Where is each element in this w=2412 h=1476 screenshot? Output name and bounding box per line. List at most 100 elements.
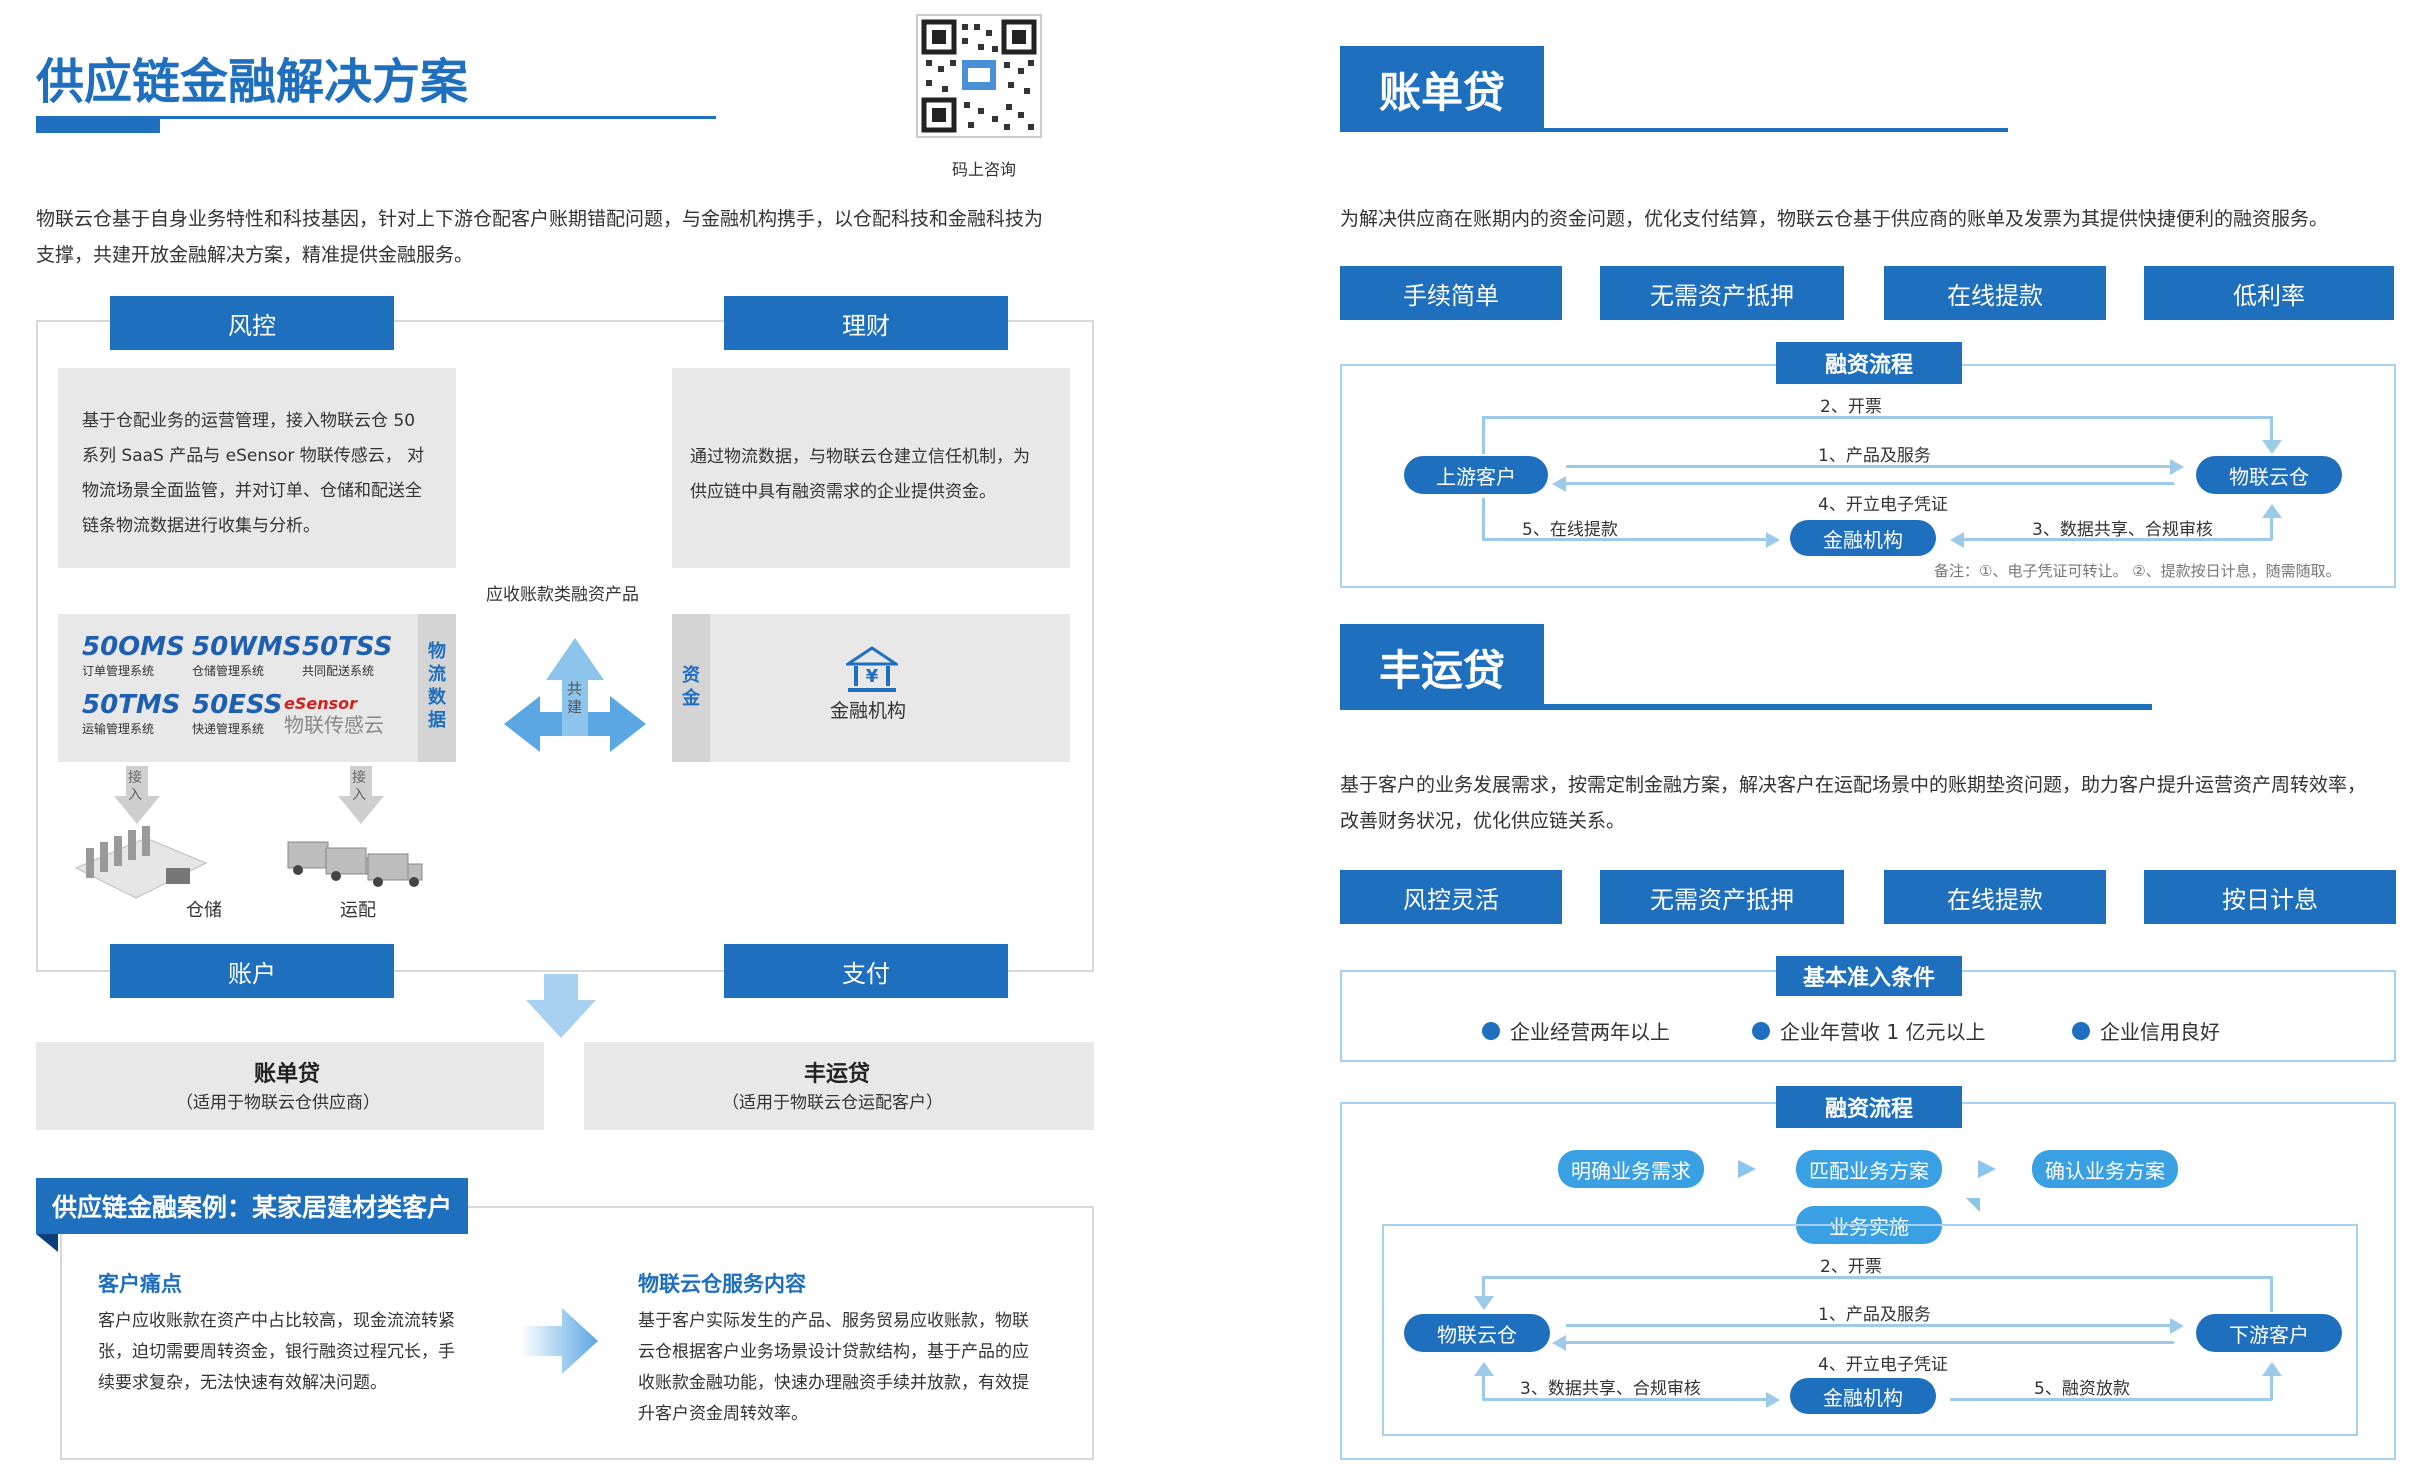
step-queren: 确认业务方案: [2032, 1150, 2178, 1188]
warehouse-illustration: [74, 826, 208, 899]
zdd-tag-1: 手续简单: [1340, 266, 1562, 320]
product-zhangdandai-sub: （适用于物联云仓供应商）: [176, 1093, 380, 1113]
bullet-dot-icon: [1482, 1021, 1500, 1040]
service-text-3: 收账款金融功能，快速办理融资手续并放款，有效提: [638, 1373, 1029, 1393]
case-frame: [60, 1206, 1094, 1460]
product-50tms: 50TMS 运输管理系统: [82, 690, 181, 737]
pain-text-1: 客户应收账款在资产中占比较高，现金流流转紧: [98, 1311, 455, 1331]
title-underline-bar: [36, 119, 160, 133]
wuliu-data-label: 物流数据: [428, 641, 446, 731]
zhanghu-label: 账户: [110, 944, 394, 998]
jieru-label-right: 接入: [352, 770, 366, 803]
condition-3: 企业信用良好: [2072, 1016, 2220, 1045]
step-3-label: 3、数据共享、合规审核: [2032, 520, 2213, 540]
licai-text-1: 通过物流数据，与物联云仓建立信任机制，为: [690, 447, 1030, 467]
case-arrow-icon: [520, 1308, 598, 1374]
trucks-illustration: [287, 841, 423, 887]
product-fengyundai: [584, 1042, 1094, 1130]
zdd-tag-4: 低利率: [2144, 266, 2394, 320]
fengkong-panel: [58, 368, 456, 568]
zdd-title: 账单贷: [1340, 46, 1544, 132]
intro-text-line1: 物联云仓基于自身业务特性和科技基因，针对上下游仓配客户账期错配问题，与金融机构携…: [36, 208, 1044, 230]
fyd-desc-2: 改善财务状况，优化供应链关系。: [1340, 810, 1626, 832]
gongjian-label: 共建: [567, 680, 583, 716]
product-zhangdandai: [36, 1042, 544, 1130]
pain-text-2: 张，迫切需要周转资金，银行融资过程冗长，手: [98, 1342, 455, 1362]
product-zhangdandai-title: 账单贷: [254, 1062, 321, 1087]
fengkong-text-1: 基于仓配业务的运营管理，接入物联云仓 50: [82, 411, 416, 431]
product-50ess: 50ESS 快递管理系统: [192, 690, 282, 737]
product-esensor-sub: 物联传感云: [284, 713, 384, 737]
intro-text-line2: 支撑，共建开放金融解决方案，精准提供金融服务。: [36, 244, 474, 266]
title-underline: [36, 116, 716, 119]
product-50oms-sub: 订单管理系统: [82, 664, 155, 678]
product-50oms-name: 50OMS: [82, 632, 185, 662]
product-50tss: 50TSS 共同配送系统: [302, 632, 392, 679]
zhifu-label: 支付: [724, 944, 1008, 998]
product-50ess-name: 50ESS: [192, 690, 283, 720]
fyd-tag-1: 风控灵活: [1340, 870, 1562, 924]
condition-2-text: 企业年营收 1 亿元以上: [1780, 1020, 1986, 1044]
zdd-tag-2: 无需资产抵押: [1600, 266, 1844, 320]
fengkong-text-4: 链条物流数据进行收集与分析。: [82, 516, 320, 536]
zdd-note: 备注：①、电子凭证可转让。 ②、提款按日计息，随需随取。: [1934, 562, 2341, 580]
product-esensor: eSensor 物联传感云: [284, 694, 384, 738]
bank-icon: ¥: [846, 646, 898, 692]
fyd-inner-frame: [1382, 1224, 2358, 1436]
licai-text-2: 供应链中具有融资需求的企业提供资金。: [690, 482, 996, 502]
product-fengyundai-title: 丰运贷: [804, 1062, 871, 1087]
condition-1: 企业经营两年以上: [1482, 1016, 1670, 1045]
node-jinrong-2: 金融机构: [1790, 1378, 1936, 1414]
product-50tms-sub: 运输管理系统: [82, 722, 155, 736]
yunpei-label: 运配: [340, 900, 376, 921]
case-title-fold: [36, 1234, 58, 1252]
node-jinrong-1: 金融机构: [1790, 520, 1936, 556]
service-text-4: 升客户资金周转效率。: [638, 1404, 808, 1424]
gongjian-arrows: [504, 638, 646, 752]
zijin-label: 资金: [682, 665, 700, 709]
condition-1-text: 企业经营两年以上: [1510, 1020, 1670, 1044]
node-wulian-2: 物联云仓: [1404, 1314, 1550, 1352]
service-title: 物联云仓服务内容: [638, 1272, 806, 1296]
center-product-label: 应收账款类融资产品: [486, 585, 639, 605]
fyd-flow-title: 融资流程: [1776, 1086, 1962, 1128]
node-upstream: 上游客户: [1404, 456, 1548, 494]
g-step-4-label: 4、开立电子凭证: [1818, 1355, 1948, 1375]
diagram-frame: [36, 320, 1094, 972]
cangchu-label: 仓储: [186, 900, 222, 921]
bullet-dot-icon: [1752, 1021, 1770, 1040]
qr-caption: 码上咨询: [952, 160, 1017, 179]
fyd-title-line: [1544, 704, 2152, 710]
zijin-tab: [672, 614, 710, 762]
jieru-arrow-left: [114, 766, 160, 824]
zdd-flow-title: 融资流程: [1776, 342, 1962, 384]
pain-text-3: 续要求复杂，无法快速有效解决问题。: [98, 1373, 387, 1393]
fyd-tag-2: 无需资产抵押: [1600, 870, 1844, 924]
fengkong-text-3: 物流场景全面监管，并对订单、仓储和配送全: [82, 481, 422, 501]
svg-text:¥: ¥: [866, 666, 879, 687]
fyd-title: 丰运贷: [1340, 624, 1544, 710]
step-1-label: 1、产品及服务: [1818, 446, 1931, 466]
product-50ess-sub: 快递管理系统: [192, 722, 265, 736]
step-pipei: 匹配业务方案: [1796, 1150, 1942, 1188]
fyd-tag-3: 在线提款: [1884, 870, 2106, 924]
zdd-tag-3: 在线提款: [1884, 266, 2106, 320]
case-title: 供应链金融案例：某家居建材类客户: [36, 1178, 469, 1234]
product-50tss-sub: 共同配送系统: [302, 664, 375, 678]
fengkong-text-2: 系列 SaaS 产品与 eSensor 物联传感云， 对: [82, 446, 425, 466]
service-text-1: 基于客户实际发生的产品、服务贸易应收账款，物联: [638, 1311, 1029, 1331]
node-downstream: 下游客户: [2196, 1314, 2342, 1352]
step-4-label: 4、开立电子凭证: [1818, 495, 1948, 515]
product-fengyundai-sub: （适用于物联云仓运配客户）: [722, 1093, 943, 1113]
g-step-2-label: 2、开票: [1820, 1257, 1882, 1277]
fyd-tag-4: 按日计息: [2144, 870, 2396, 924]
main-title: 供应链金融解决方案: [36, 54, 469, 110]
g-step-5-label: 5、融资放款: [2034, 1379, 2130, 1399]
product-50tms-name: 50TMS: [82, 690, 181, 720]
product-50wms-name: 50WMS: [192, 632, 302, 662]
product-50oms: 50OMS 订单管理系统: [82, 632, 185, 679]
product-50wms: 50WMS 仓储管理系统: [192, 632, 301, 679]
jrjg-label: 金融机构: [830, 700, 907, 722]
pain-title: 客户痛点: [98, 1272, 182, 1296]
fyd-desc-1: 基于客户的业务发展需求，按需定制金融方案，解决客户在运配场景中的账期垫资问题，助…: [1340, 774, 2367, 796]
